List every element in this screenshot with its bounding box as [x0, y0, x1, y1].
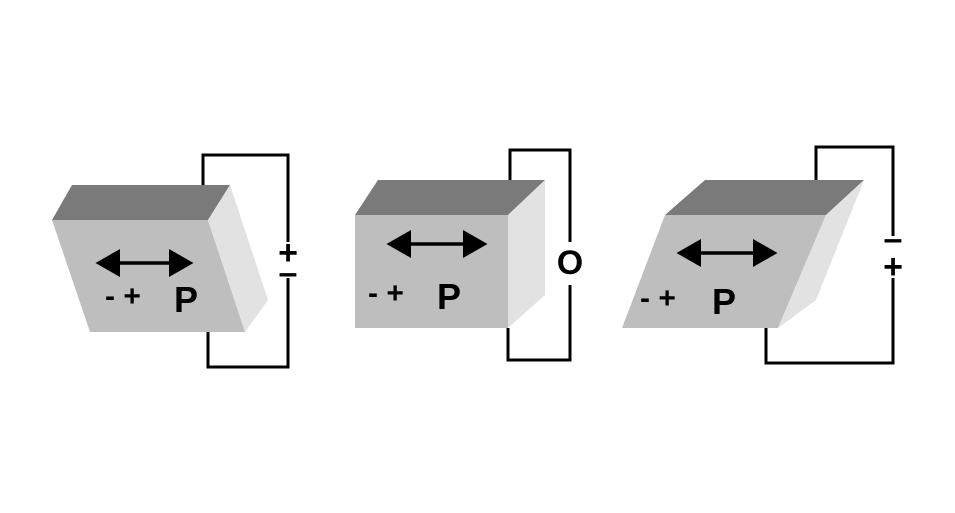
- wire-middle: [506, 148, 572, 362]
- wire-left: [201, 153, 290, 369]
- polarization-label-left: P: [174, 279, 198, 320]
- piezo-element-left: - + P + –: [52, 153, 298, 369]
- voltage-top-right: –: [884, 220, 903, 258]
- voltage-middle: O: [557, 244, 583, 282]
- piezo-element-middle: - + P O: [355, 148, 583, 362]
- piezo-element-right: - + P – +: [622, 145, 903, 365]
- voltage-bottom-right: +: [883, 248, 903, 286]
- side-face-middle: [508, 180, 545, 328]
- side-face-left: [208, 185, 268, 332]
- voltage-top-left: +: [278, 234, 298, 272]
- side-face-right: [778, 180, 864, 328]
- polarization-label-middle: P: [437, 276, 461, 317]
- polarity-label-right: - +: [640, 282, 676, 315]
- top-face-right: [665, 180, 864, 215]
- polarization-label-right: P: [712, 281, 736, 322]
- top-face-middle: [355, 180, 545, 215]
- polarity-label-left: - +: [105, 280, 141, 313]
- wire-right: [764, 145, 895, 365]
- polarity-label-middle: - +: [368, 277, 404, 310]
- top-face-left: [52, 185, 230, 220]
- voltage-bottom-left: –: [279, 254, 298, 292]
- front-face-middle: [355, 215, 508, 328]
